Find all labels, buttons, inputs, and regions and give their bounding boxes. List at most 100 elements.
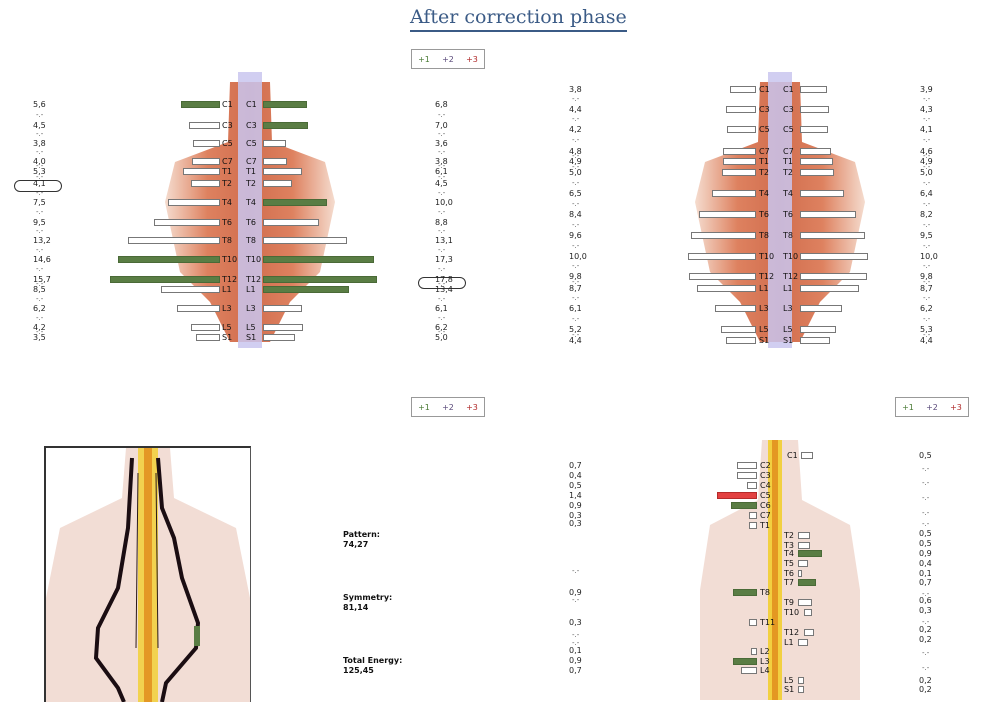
vertebra-label: S1 [246,333,257,342]
left-bar [117,256,220,263]
left-value-label: 9,5 [33,218,46,227]
right-value-label: 5,0 [435,333,448,342]
separator: -.- [923,278,931,286]
left-value-label: 5,3 [33,167,46,176]
vertebra-bar [798,542,810,549]
value-label: 0,5 [919,451,932,460]
separator: -.- [438,130,446,138]
left-bar [689,273,756,280]
vertebra-label: C1 [783,85,794,94]
vertebra-bar [737,462,757,469]
right-value-label: 8,8 [435,218,448,227]
value-label: 0,9 [569,656,582,665]
left-value-label: 4,4 [569,336,582,345]
vertebra-label: C6 [760,501,771,510]
vertebra-label: L1 [784,638,794,647]
vertebra-label: S1 [759,336,770,345]
left-value-label: 4,2 [33,323,46,332]
vertebra-label: L1 [222,285,232,294]
vertebra-label: C4 [760,481,771,490]
separator: -.- [438,245,446,254]
separator: -.- [438,227,446,235]
vertebra-label: T9 [784,598,794,607]
vertebra-bar [798,570,802,577]
separator: -.- [572,639,580,647]
right-bar [263,276,377,283]
left-value-label: 9,8 [569,272,582,281]
vertebra-label: L5 [222,323,232,332]
separator: -.- [36,313,44,322]
right-value-label: 6,1 [435,304,448,313]
right-value-label: 4,4 [920,336,933,345]
vertebra-label: T6 [246,218,256,227]
left-value-label: 4,8 [569,147,582,156]
vertebra-label: T1 [759,157,769,166]
separator: -.- [438,162,446,170]
vertebra-label: S1 [783,336,794,345]
vertebra-label: L3 [759,304,769,313]
separator: -.- [572,220,580,229]
vertebra-label: L1 [246,285,256,294]
value-label: 0,2 [919,625,932,634]
left-bar [182,168,220,175]
vertebra-label: T12 [759,272,775,281]
vertebra-label: C3 [760,471,771,480]
right-bar [800,253,868,260]
value-label: 0,1 [569,646,582,655]
right-bar [263,305,303,312]
left-value-label: 6,5 [569,189,582,198]
vertebra-bar [733,589,757,596]
vertebra-label: T4 [246,198,256,207]
separator: -.- [572,278,580,286]
separator: -.- [922,618,930,626]
right-value-label: 6,1 [435,167,448,176]
right-bar [263,180,292,187]
right-value-label: 9,5 [920,231,933,240]
value-label: 0,2 [919,635,932,644]
vertebra-bar [798,686,804,693]
vertebra-label: C7 [222,157,233,166]
vertebra-bar [804,629,814,636]
left-bar [727,126,756,133]
value-label: 0,7 [569,666,582,675]
energy-value: 125,45 [343,666,374,675]
separator: -.- [36,208,44,216]
vertebra-bar [798,532,810,539]
vertebra-label: L3 [222,304,232,313]
separator: -.- [438,280,446,288]
vertebra-bar [804,609,812,616]
separator: -.- [572,95,580,103]
value-label: 0,9 [569,588,582,597]
vertebra-label: T10 [222,255,238,264]
right-bar [800,273,867,280]
vertebra-bar [749,619,757,626]
vertebra-label: T1 [222,167,232,176]
separator: -.- [572,596,580,604]
right-value-label: 13,4 [435,285,453,294]
separator: -.- [36,280,44,288]
right-value-label: 6,4 [920,189,933,198]
left-value-label: 3,8 [33,139,46,148]
right-value-label: 8,7 [920,284,933,293]
right-bar [263,158,288,165]
vertebra-label: C3 [759,105,770,114]
right-bar [800,106,830,113]
right-bar [800,337,830,344]
left-value-label: 3,8 [569,85,582,94]
legend-plus3: +3 [950,402,962,412]
left-bar [696,285,756,292]
highlight-oval-left [14,180,62,192]
value-label: 0,2 [919,676,932,685]
right-bar [800,158,834,165]
back-thermal-illustration-right [700,440,860,700]
separator: -.- [572,330,580,339]
vertebra-label: C5 [760,491,771,500]
separator: -.- [438,173,446,181]
vertebra-label: L3 [783,304,793,313]
right-value-label: 4,6 [920,147,933,156]
right-value-label: 5,0 [920,168,933,177]
vertebra-label: T6 [759,210,769,219]
vertebra-label: T8 [783,231,793,240]
vertebra-label: L5 [784,676,794,685]
right-bar [263,168,303,175]
